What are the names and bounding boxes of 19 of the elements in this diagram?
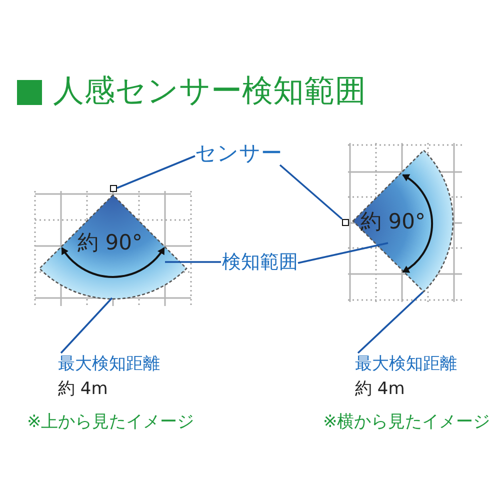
leader-line: [60, 297, 113, 354]
sensor-square-icon: [110, 185, 117, 192]
sensor-square-icon: [342, 219, 349, 226]
leader-line: [165, 261, 221, 263]
note: ※横から見たイメージ: [323, 412, 490, 432]
leader-line: [298, 242, 388, 264]
title: 人感センサー検知範囲: [53, 73, 366, 110]
angle-label: 約 90°: [360, 209, 426, 235]
leader-line: [116, 155, 196, 189]
leader-line: [279, 164, 343, 220]
distance-label: 最大検知距離: [58, 353, 160, 376]
leader-label: センサー: [195, 141, 282, 166]
distance-value: 約 4m: [355, 378, 405, 401]
note: ※上から見たイメージ: [27, 412, 194, 432]
distance-label: 最大検知距離: [355, 353, 457, 376]
distance-value: 約 4m: [58, 378, 108, 401]
leader-line: [357, 291, 424, 354]
leader-label: 検知範囲: [222, 251, 298, 274]
angle-label: 約 90°: [78, 230, 142, 256]
